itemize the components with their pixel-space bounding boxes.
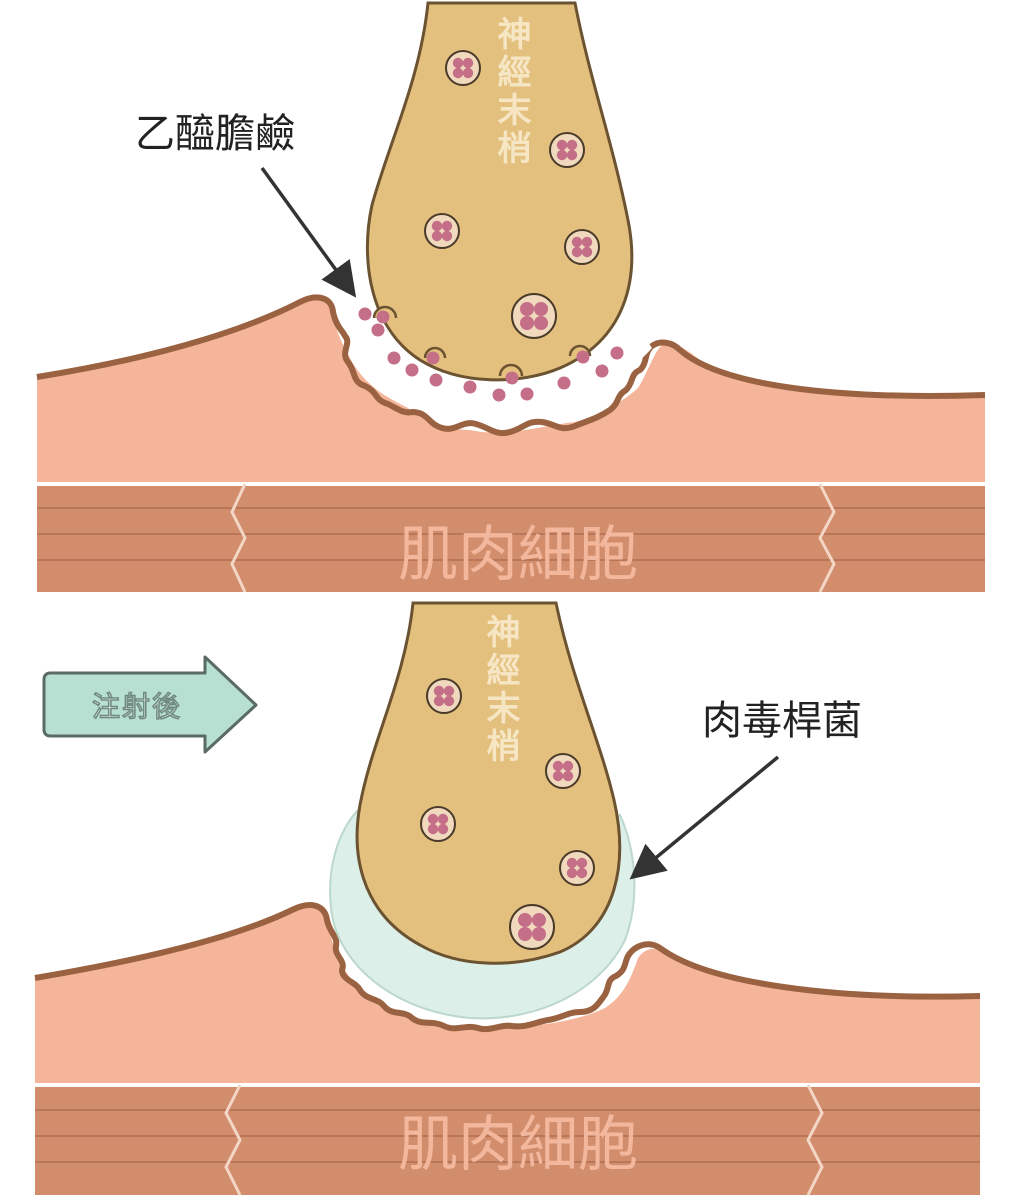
muscle-membrane-bottom xyxy=(34,902,981,1033)
vesicle-icon xyxy=(445,50,481,86)
vesicle-icon xyxy=(549,132,585,168)
synaptic-cleft-top xyxy=(340,300,652,404)
muscle-cell-label-bottom: 肌肉細胞 xyxy=(398,1110,638,1180)
svg-text:神經末梢: 神經末梢 xyxy=(480,614,520,766)
vesicle-icon xyxy=(509,904,555,950)
acetylcholine-arrow xyxy=(260,166,357,298)
panel-before: 肌肉細胞 神經末梢 乙醯膽鹼 xyxy=(36,1,986,593)
muscle-cell-label-top: 肌肉細胞 xyxy=(398,520,638,590)
after-injection-badge: 注射後 xyxy=(42,655,258,754)
vesicle-icon xyxy=(511,293,557,339)
panel-after: 肌肉細胞 神經末梢 注射後 肉毒桿菌 xyxy=(34,601,981,1196)
vesicle-icon xyxy=(420,806,456,842)
svg-text:神經末梢: 神經末梢 xyxy=(491,16,531,168)
nerve-terminal-label-bottom: 神經末梢 xyxy=(480,614,520,766)
muscle-fiber-band-bottom xyxy=(35,1085,980,1195)
vesicle-icon xyxy=(564,229,600,265)
nerve-terminal-label-top: 神經末梢 xyxy=(491,16,531,168)
vesicle-icon xyxy=(426,678,462,714)
after-injection-label: 注射後 xyxy=(92,690,182,723)
vesicle-icon xyxy=(424,213,460,249)
nerve-terminal-bottom xyxy=(355,601,622,965)
acetylcholine-callout: 乙醯膽鹼 xyxy=(135,111,295,157)
nerve-terminal-top xyxy=(365,1,634,382)
muscle-tissue-bottom xyxy=(35,905,980,1085)
vesicle-icon xyxy=(545,753,581,789)
acetylcholine-dots xyxy=(358,307,624,402)
botulinum-callout: 肉毒桿菌 xyxy=(702,698,862,744)
vesicle-icon xyxy=(559,850,595,886)
botulinum-arrow xyxy=(629,755,780,880)
muscle-fiber-band-top xyxy=(37,484,985,592)
muscle-tissue-top xyxy=(37,297,985,484)
